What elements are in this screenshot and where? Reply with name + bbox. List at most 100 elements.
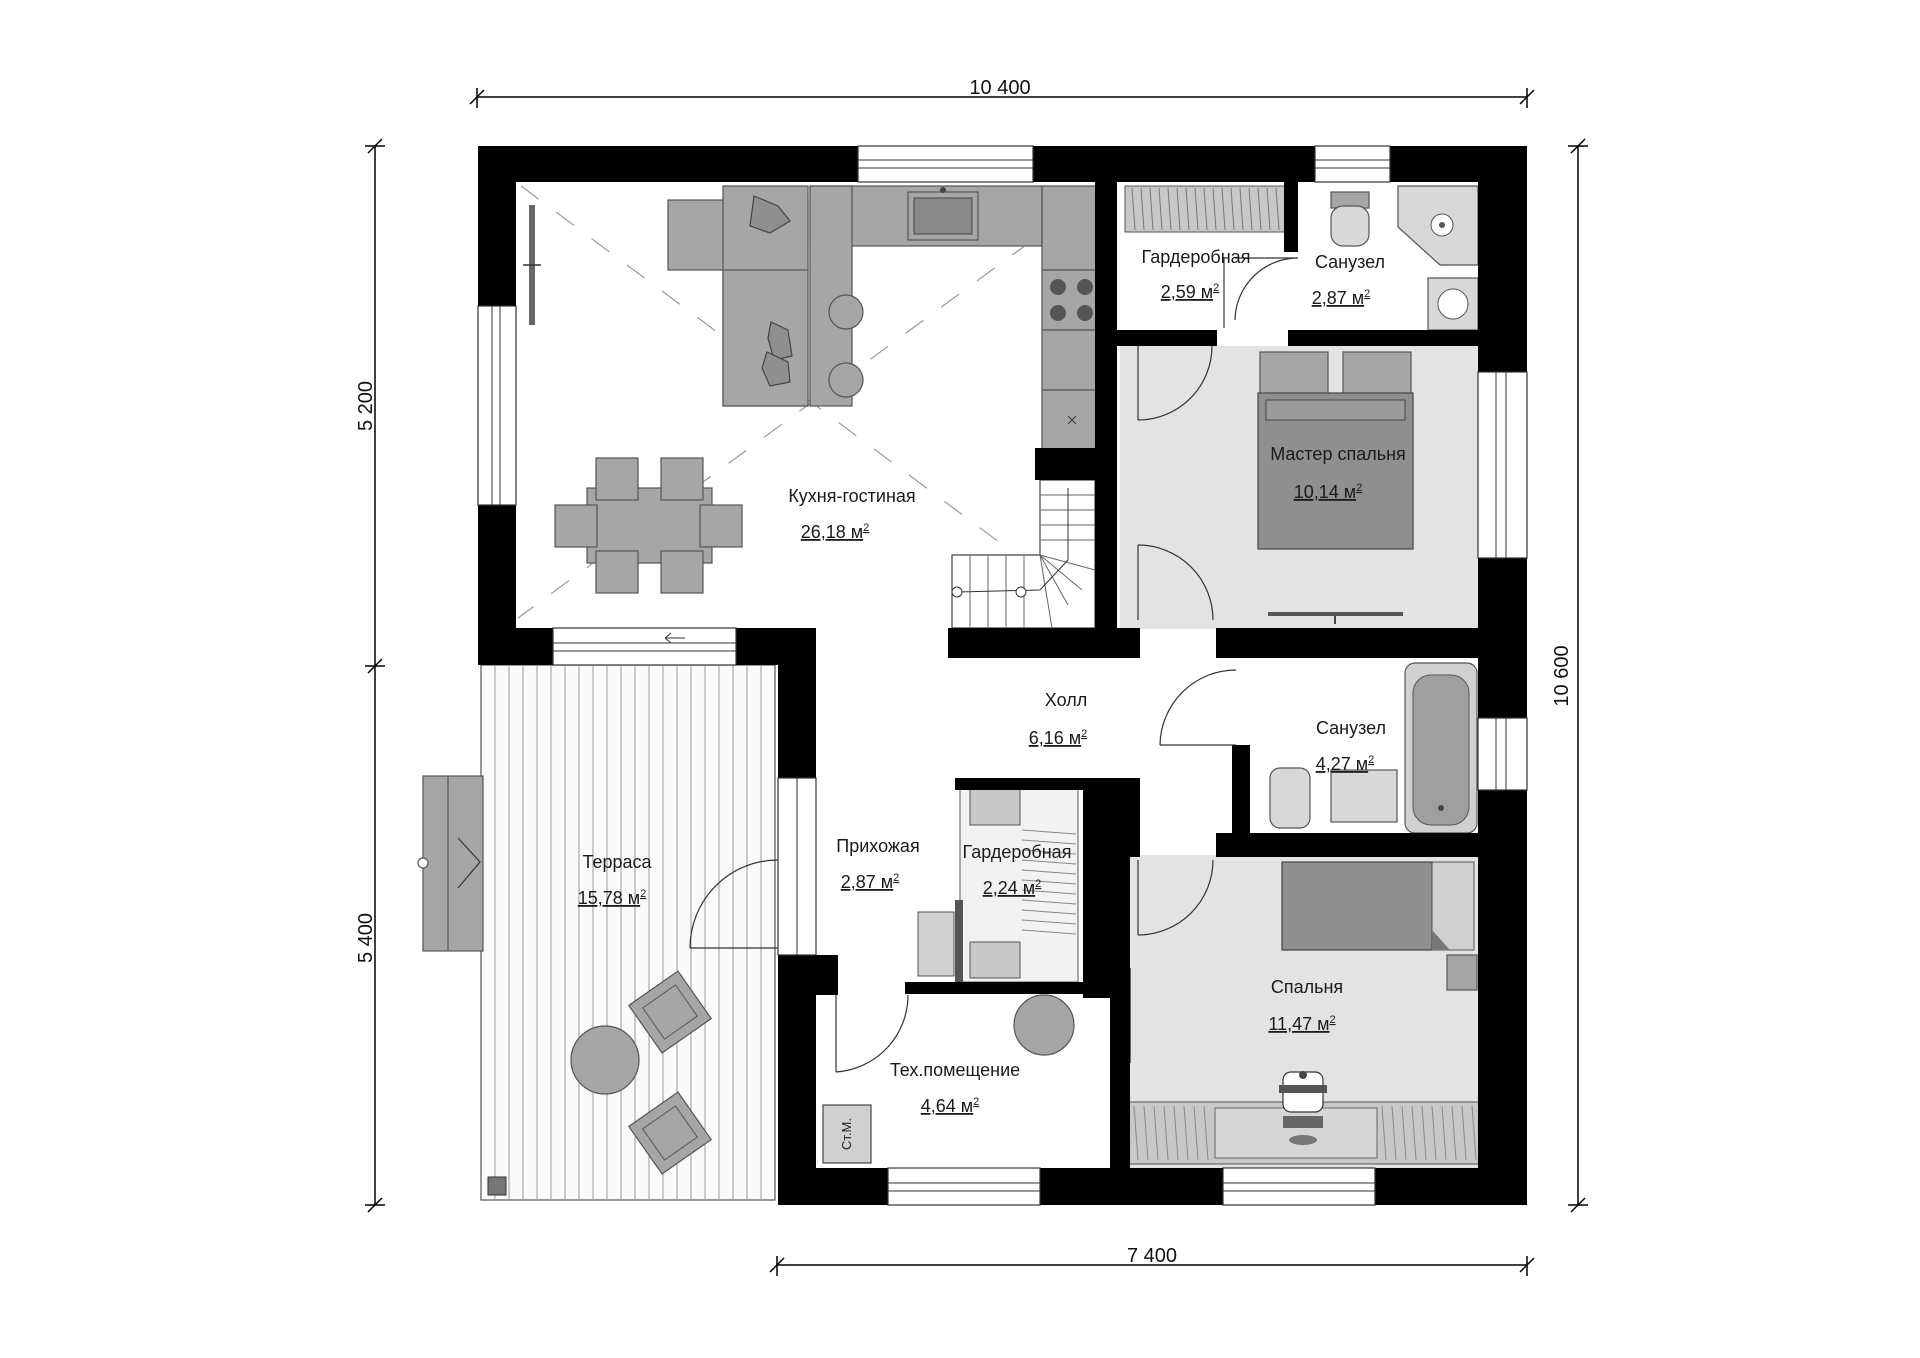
hatch-line	[1212, 187, 1217, 231]
walls	[478, 146, 1527, 1205]
dimension-top-label: 10 400	[969, 77, 1030, 99]
dimension-left: 5 200 5 400	[355, 138, 385, 1213]
dining-chair	[554, 504, 598, 548]
dimension-right: 10 600	[1551, 138, 1588, 1213]
dimension-top: 10 400	[469, 77, 1535, 108]
window	[1222, 1167, 1376, 1206]
dining-chair	[660, 457, 704, 501]
bathroom-top-fixtures	[1330, 185, 1479, 331]
toilet	[1269, 767, 1311, 829]
terrace-chair-lower	[627, 1091, 713, 1175]
kitchen-living-furniture	[517, 185, 1103, 629]
room-area-bath-top: 2,87 м2	[1312, 288, 1371, 308]
bedside-table	[1342, 351, 1412, 399]
master-bedroom-furniture	[1257, 351, 1414, 624]
room-area-wardrobe-mid: 2,24 м2	[983, 878, 1042, 898]
window	[477, 305, 517, 506]
dimension-bottom: 7 400	[769, 1245, 1535, 1276]
hatch-line	[1021, 849, 1077, 855]
dimension-right-label: 10 600	[1551, 645, 1573, 706]
hatch-line	[1194, 187, 1199, 231]
room-name-master: Мастер спальня	[1270, 444, 1406, 464]
dining-chair	[595, 457, 639, 501]
door-terrace	[689, 859, 779, 949]
window	[1314, 145, 1391, 183]
hatch-line	[1461, 1105, 1467, 1161]
room-name-tech: Тех.помещение	[890, 1060, 1020, 1080]
hatch-line	[1185, 187, 1190, 231]
hatch-line	[1021, 919, 1077, 925]
hatch-line	[1143, 1105, 1149, 1161]
hatch-line	[1133, 1105, 1139, 1161]
dining-chair	[595, 550, 639, 594]
window	[887, 1167, 1041, 1206]
hatch-line	[1471, 1105, 1477, 1161]
dimension-bottom-label: 7 400	[1127, 1245, 1177, 1267]
hatch-line	[1021, 859, 1077, 865]
bar-stool	[828, 362, 864, 398]
washing-machine	[822, 1104, 872, 1164]
cushion	[749, 195, 791, 234]
bath-vanity	[1330, 769, 1398, 823]
grill-unit	[422, 775, 484, 952]
tech-room-fixtures: Ст.М.	[822, 994, 1075, 1164]
hatch-line	[1230, 187, 1235, 231]
hatch-line	[1391, 1105, 1397, 1161]
hatch-line	[1140, 187, 1145, 231]
room-name-bath-top: Санузел	[1315, 252, 1385, 272]
hatch-line	[1176, 187, 1181, 231]
room-name-wardrobe-top: Гардеробная	[1142, 247, 1251, 267]
bathroom-mid-fixtures	[1269, 662, 1478, 834]
cooktop	[1041, 269, 1103, 331]
room-labels: Кухня-гостиная 26,18 м2 Гардеробная 2,59…	[578, 247, 1406, 1116]
hatch-line	[1451, 1105, 1457, 1161]
hatch-line	[1021, 869, 1077, 875]
hatch-line	[1239, 187, 1244, 231]
bar-stool	[828, 294, 864, 330]
hatch-line	[1173, 1105, 1179, 1161]
room-name-wardrobe-mid: Гардеробная	[963, 842, 1072, 862]
wardrobe-top-shelves	[1124, 185, 1296, 233]
room-area-living: 26,18 м2	[801, 522, 870, 542]
room-name-hall: Холл	[1045, 690, 1087, 710]
shoe-cabinet	[917, 911, 955, 977]
hatch-line	[1021, 889, 1077, 895]
room-name-bedroom: Спальня	[1271, 977, 1343, 997]
door-bath-top	[1234, 257, 1299, 321]
room-area-hall: 6,16 м2	[1029, 728, 1088, 748]
terrace-post	[487, 1176, 507, 1196]
door-master	[1137, 345, 1213, 421]
hatch-line	[1158, 187, 1163, 231]
hatch-line	[1021, 909, 1077, 915]
staircase	[951, 479, 1096, 629]
hatch-line	[1431, 1105, 1437, 1161]
terrace-table	[570, 1025, 640, 1095]
room-name-living: Кухня-гостиная	[788, 486, 915, 506]
hatch-line	[1183, 1105, 1189, 1161]
boiler-tank	[1013, 994, 1075, 1056]
hatch-line	[1203, 187, 1208, 231]
bedroom-furniture	[1118, 861, 1480, 1165]
hatch-line	[1275, 187, 1280, 231]
room-area-wardrobe-top: 2,59 м2	[1161, 282, 1220, 302]
dining-chair	[660, 550, 704, 594]
hatch-line	[1221, 187, 1226, 231]
hatch-line	[1131, 187, 1136, 231]
terrace-door	[552, 627, 737, 666]
hatch-line	[1021, 879, 1077, 885]
hatch-line	[1149, 187, 1154, 231]
hatch-line	[1021, 899, 1077, 905]
hatch-line	[1153, 1105, 1159, 1161]
tv-panel	[1268, 612, 1403, 616]
room-name-bath-mid: Санузел	[1316, 718, 1386, 738]
hatch-line	[1163, 1105, 1169, 1161]
door-master-hall	[1137, 544, 1214, 621]
hatch-line	[1257, 187, 1262, 231]
room-area-tech: 4,64 м2	[921, 1096, 980, 1116]
terrace	[417, 664, 776, 1201]
hatch-line	[1021, 829, 1077, 835]
terrace-chair-upper	[627, 970, 713, 1054]
window	[1477, 371, 1528, 559]
room-area-terrace: 15,78 м2	[578, 888, 647, 908]
